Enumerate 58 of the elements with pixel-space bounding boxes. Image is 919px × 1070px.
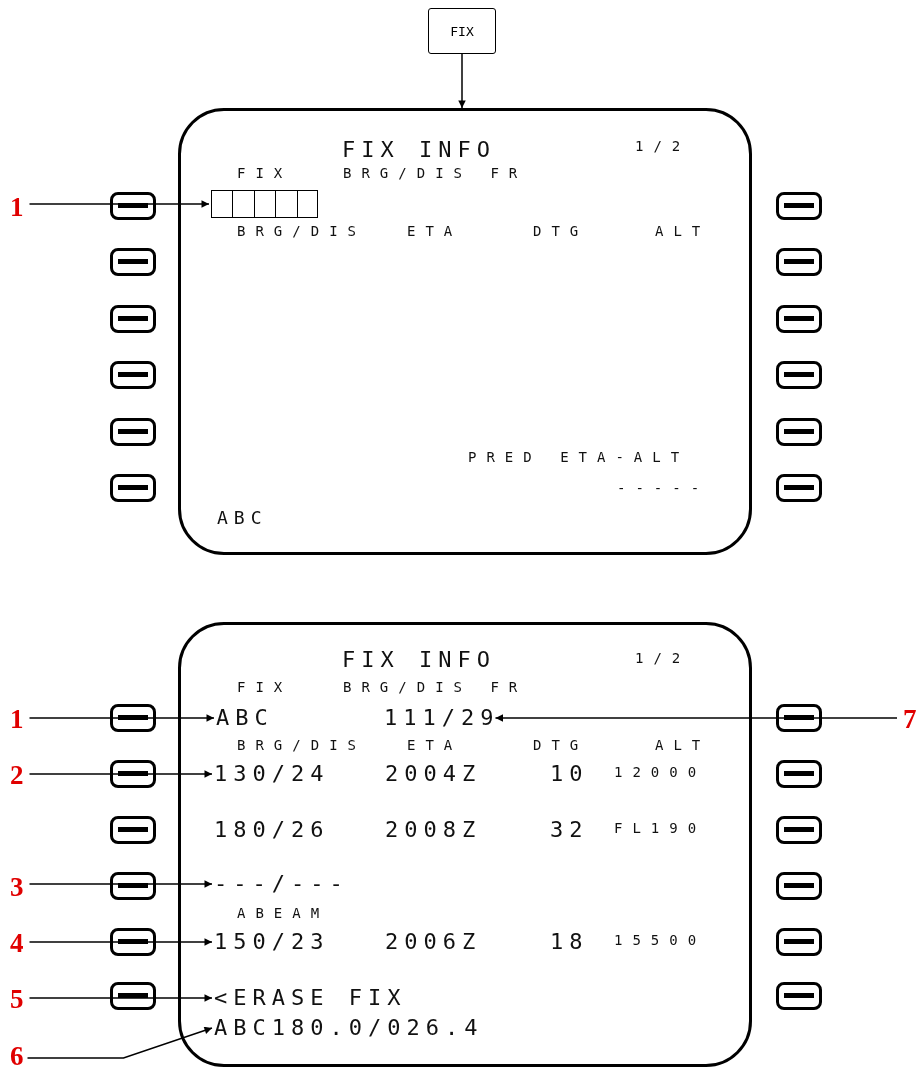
screen-text: DTG <box>533 738 589 752</box>
display-text: 111/29 <box>384 707 500 729</box>
fix-key: FIX <box>428 8 496 54</box>
leader-line <box>28 994 213 1002</box>
screen-text: 10 <box>550 763 589 785</box>
callout-number: 1 <box>10 705 24 733</box>
screen-text: FIX INFO <box>342 139 496 161</box>
screen-text: 2006Z <box>385 931 482 953</box>
screen-text: 1/2 <box>635 139 691 153</box>
input-field <box>211 190 318 218</box>
leader-line <box>26 1026 213 1059</box>
callout-number: 4 <box>10 929 24 957</box>
callout-number: 5 <box>10 985 24 1013</box>
display-text: 150/23 <box>214 931 330 953</box>
screen-text: FL190 <box>614 821 707 835</box>
screen-text: 15500 <box>614 933 707 947</box>
leader-line <box>494 714 898 722</box>
screen-text: 18 <box>550 931 589 953</box>
screen-text: ETA <box>407 224 463 238</box>
screen-text: ALT <box>655 224 711 238</box>
display-text: <ERASE FIX <box>214 987 407 1009</box>
leader-line <box>28 880 213 888</box>
callout-number: 1 <box>10 193 24 221</box>
screen-text: 2004Z <box>385 763 482 785</box>
leader-line <box>28 938 213 946</box>
screen-text: 180/26 <box>214 819 330 841</box>
screen-text: BRG/DIS <box>237 738 366 752</box>
screen-text: PRED ETA-ALT <box>468 450 690 464</box>
screen-text: FIX INFO <box>342 649 496 671</box>
screen-text: FIX <box>237 680 293 694</box>
display-text: ABC <box>216 707 274 729</box>
callout-number: 2 <box>10 761 24 789</box>
screen-text: 32 <box>550 819 589 841</box>
callout-number: 7 <box>903 705 917 733</box>
screen-text: ABC <box>217 509 268 527</box>
screen-text: ----- <box>617 481 710 495</box>
screen-text: ABEAM <box>237 906 330 920</box>
display-text: 130/24 <box>214 763 330 785</box>
screen-text: ETA <box>407 738 463 752</box>
screen-text: FIX <box>237 166 293 180</box>
callout-number: 3 <box>10 873 24 901</box>
screen-text: 12000 <box>614 765 707 779</box>
callout-number: 6 <box>10 1042 24 1070</box>
leader-line <box>28 770 213 778</box>
display-text: ---/--- <box>214 873 349 895</box>
screen-text: DTG <box>533 224 589 238</box>
screen-text: 2008Z <box>385 819 482 841</box>
display-screen <box>178 622 752 1067</box>
screen-text: BRG/DIS FR <box>343 680 528 694</box>
leader-line <box>28 714 215 722</box>
screen-text: 1/2 <box>635 651 691 665</box>
screen-text: BRG/DIS <box>237 224 366 238</box>
display-screen <box>178 108 752 555</box>
screen-text: BRG/DIS FR <box>343 166 528 180</box>
display-text: ABC180.0/026.4 <box>214 1017 484 1039</box>
arrow <box>458 53 466 109</box>
leader-line <box>28 200 210 208</box>
screen-text: ALT <box>655 738 711 752</box>
